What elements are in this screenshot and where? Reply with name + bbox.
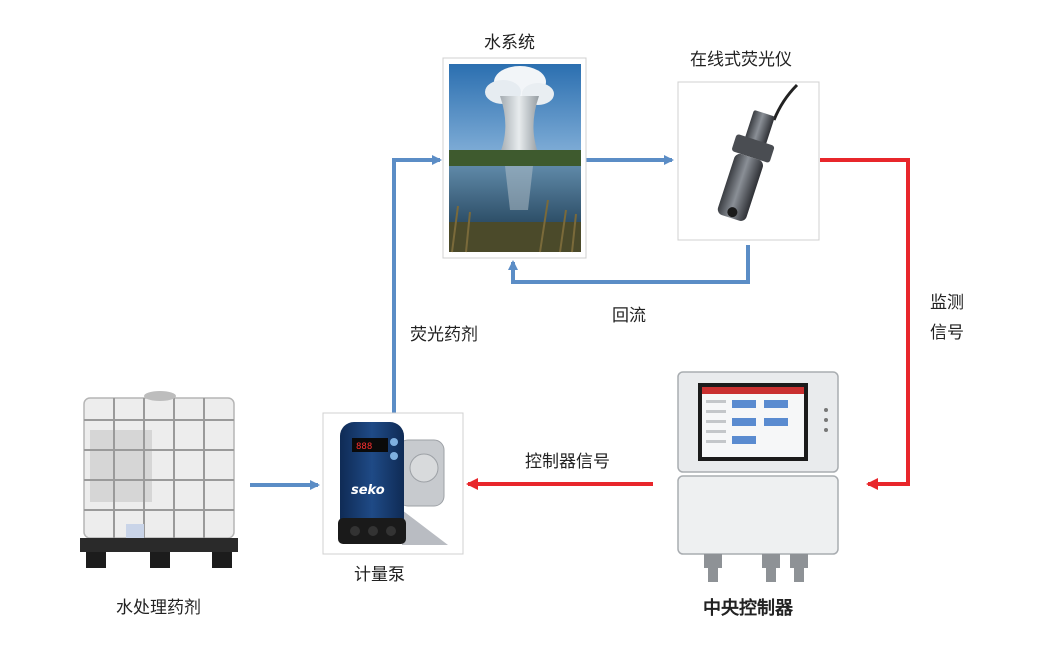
label-water-system: 水系统 xyxy=(484,33,535,53)
water-treatment-tank-image xyxy=(68,380,242,585)
label-metering-pump: 计量泵 xyxy=(354,565,405,585)
svg-text:888: 888 xyxy=(356,442,372,452)
water-system-image xyxy=(442,57,587,259)
label-central-controller: 中央控制器 xyxy=(703,598,793,619)
label-water-treatment-agent: 水处理药剂 xyxy=(116,598,201,618)
label-return-flow: 回流 xyxy=(612,306,646,326)
pump-brand-text: seko xyxy=(351,483,385,498)
arrow-pump-to-water-system xyxy=(392,155,442,413)
label-controller-signal: 控制器信号 xyxy=(525,452,610,472)
label-fluorometer: 在线式荧光仪 xyxy=(690,50,792,70)
metering-pump-image: 888 seko xyxy=(322,412,464,555)
label-fluorescent-agent: 荧光药剂 xyxy=(410,325,478,345)
fluorometer-image xyxy=(677,81,820,241)
label-monitor-signal: 监测 信号 xyxy=(930,293,964,343)
arrow-monitor-signal xyxy=(820,158,910,490)
central-controller-image xyxy=(660,368,856,590)
arrow-return-flow xyxy=(508,245,750,284)
